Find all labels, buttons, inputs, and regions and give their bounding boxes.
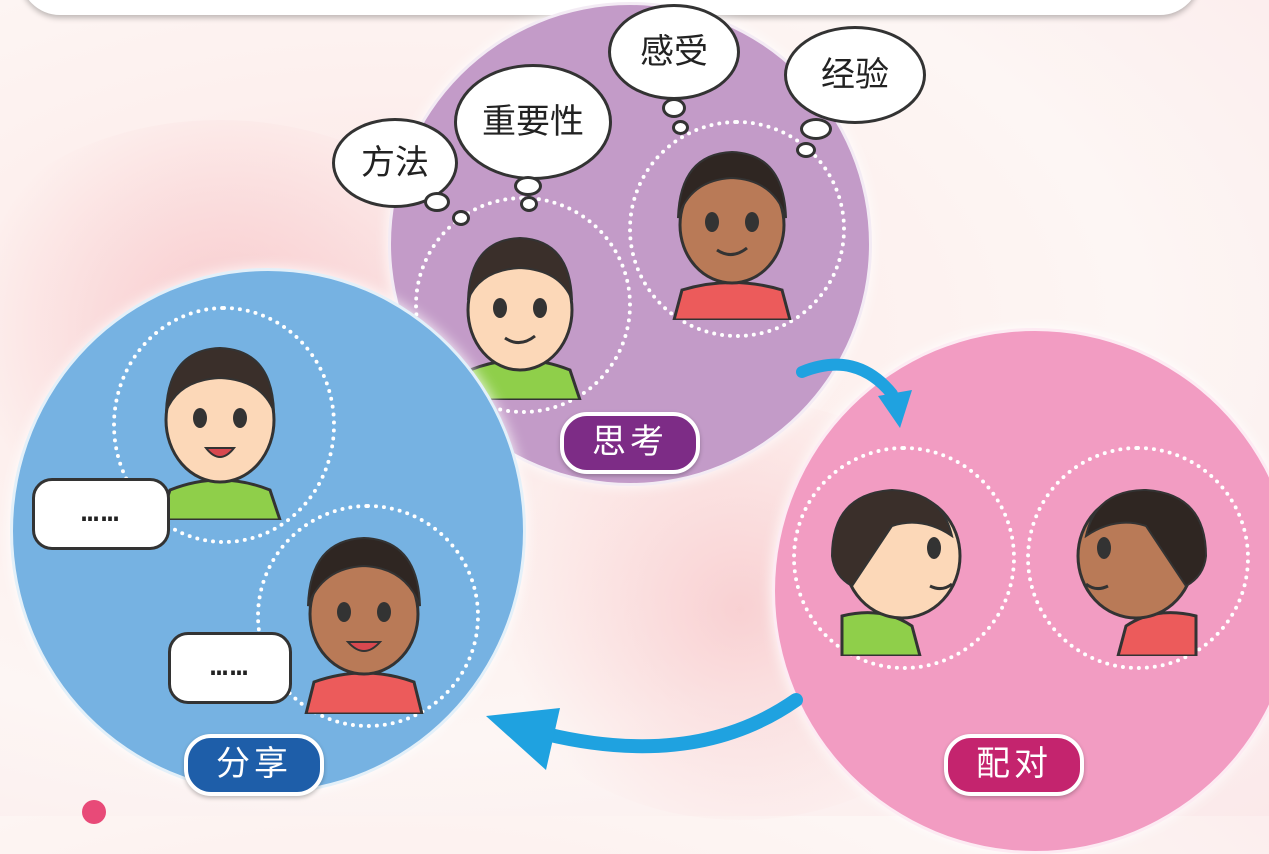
thought-dot (424, 192, 450, 212)
thought-dot (452, 210, 470, 226)
boy-green-thinking (458, 236, 582, 400)
thought-text-feeling: 感受 (640, 32, 708, 72)
thought-bubble-feeling: 感受 (608, 4, 740, 100)
boy-green-share-frame (112, 306, 336, 544)
thought-dot (796, 142, 816, 158)
boy-red-sharing (304, 536, 424, 714)
share-label: 分享 (184, 734, 324, 796)
thought-dot (672, 120, 689, 135)
boy-green-talking (830, 488, 962, 656)
boy-red-thinking (672, 150, 792, 320)
boy-green-sharing (158, 346, 282, 520)
thought-dot (662, 98, 686, 118)
boy-red-side-frame (1026, 446, 1250, 670)
thought-text-method: 方法 (361, 143, 429, 183)
pair-label: 配对 (944, 734, 1084, 796)
thought-bubble-experience: 经验 (784, 26, 926, 124)
arrow-pair-to-share (486, 693, 803, 770)
thought-dot (514, 176, 542, 196)
thought-bubble-importance: 重要性 (454, 64, 612, 180)
boy-red-talking (1076, 488, 1208, 656)
thought-text-importance: 重要性 (482, 102, 584, 142)
thought-text-experience: 经验 (821, 55, 889, 95)
thought-dot (800, 118, 832, 140)
speech-bubble-boy1: …… (32, 478, 170, 550)
boy-red-share-frame (256, 504, 480, 728)
arrow-think-to-pair (796, 358, 912, 428)
boy-red-frame (628, 120, 846, 338)
thought-dot (520, 196, 538, 212)
boy-green-side-frame (792, 446, 1016, 670)
think-label: 思考 (560, 412, 700, 474)
speech-bubble-boy2: …… (168, 632, 292, 704)
flower-icon (82, 800, 106, 824)
